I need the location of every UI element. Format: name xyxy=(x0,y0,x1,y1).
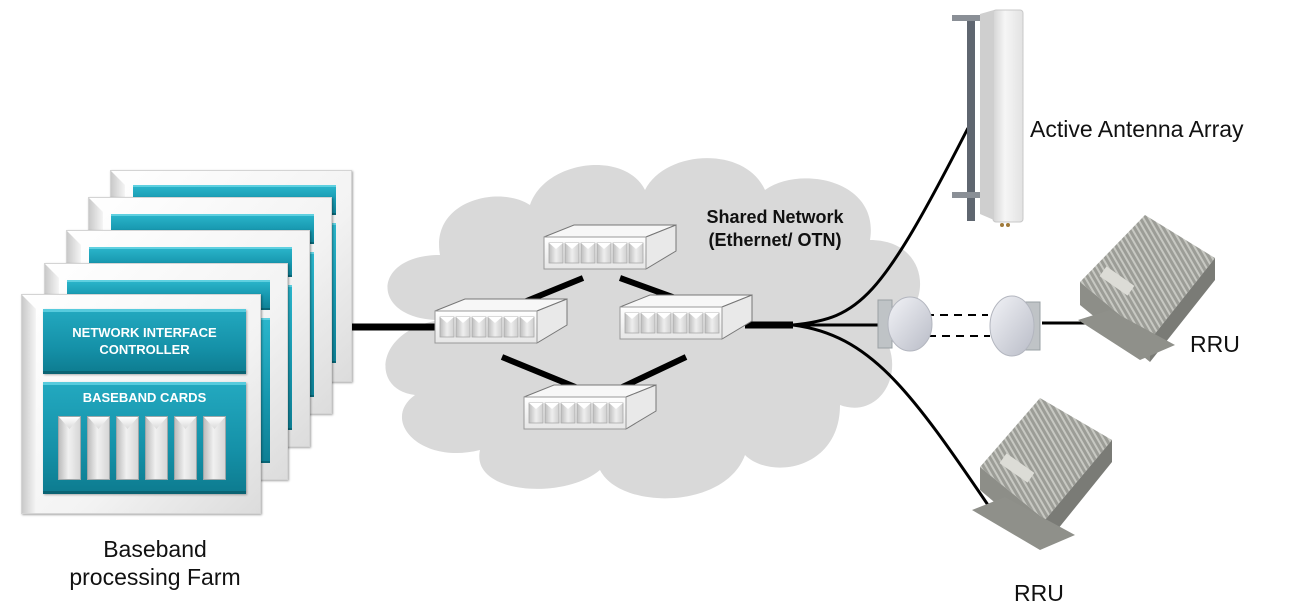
baseband-card-slot xyxy=(58,416,81,480)
baseband-cards-panel: BASEBAND CARDS xyxy=(43,382,246,494)
switch-port xyxy=(455,316,471,338)
switch-port xyxy=(503,316,519,338)
baseband-card-slot xyxy=(203,416,226,480)
baseband-farm-label-line-1: Baseband xyxy=(103,536,207,562)
baseband-card-slot xyxy=(87,416,110,480)
switch-port xyxy=(439,316,455,338)
switch-port xyxy=(528,402,544,424)
switch-port xyxy=(612,242,628,264)
fiber-to-rru-bottom xyxy=(792,323,992,509)
switch-port xyxy=(471,316,487,338)
baseband-card-slot xyxy=(116,416,139,480)
switch-port xyxy=(592,402,608,424)
baseband-farm-label-line-2: processing Farm xyxy=(69,564,241,590)
microwave-dish-left xyxy=(877,296,933,352)
switch-port xyxy=(624,312,640,334)
nic-label-line-1: NETWORK INTERFACE xyxy=(72,325,217,340)
shared-network-label: Shared Network (Ethernet/ OTN) xyxy=(680,206,870,252)
switch-port xyxy=(596,242,612,264)
baseband-card-slot xyxy=(174,416,197,480)
rru-top-label: RRU xyxy=(1190,331,1240,357)
active-antenna-array-device xyxy=(952,9,1024,227)
nic-label-line-2: CONTROLLER xyxy=(99,342,190,357)
switch-port xyxy=(628,242,644,264)
switch-port xyxy=(564,242,580,264)
switch-port xyxy=(580,242,596,264)
microwave-dish-right xyxy=(989,295,1041,357)
switch-port xyxy=(608,402,624,424)
switch-port xyxy=(688,312,704,334)
active-antenna-array-label: Active Antenna Array xyxy=(1030,116,1244,142)
baseband-cards-label: BASEBAND CARDS xyxy=(82,390,207,405)
switch-port xyxy=(548,242,564,264)
switch-port xyxy=(487,316,503,338)
microwave-wireless-link xyxy=(926,314,990,337)
baseband-card-slot xyxy=(145,416,168,480)
shared-network-label-line-1: Shared Network xyxy=(706,207,844,227)
fiber-to-antenna xyxy=(792,127,970,327)
switch-bottom xyxy=(523,384,657,430)
switch-left xyxy=(434,298,568,344)
baseband-farm-label: Baseband processing Farm xyxy=(20,535,290,591)
switch-right xyxy=(619,294,753,340)
network-interface-controller: NETWORK INTERFACE CONTROLLER xyxy=(43,309,246,374)
switch-port xyxy=(560,402,576,424)
switch-port xyxy=(640,312,656,334)
rru-bottom-device xyxy=(972,398,1112,550)
shared-network-label-line-2: (Ethernet/ OTN) xyxy=(708,230,842,250)
switch-port xyxy=(576,402,592,424)
switches xyxy=(434,224,753,430)
baseband-card-slots xyxy=(58,416,226,480)
rru-bottom-label: RRU xyxy=(1014,580,1064,606)
switch-port xyxy=(704,312,720,334)
switch-port xyxy=(544,402,560,424)
switch-top xyxy=(543,224,677,270)
switch-port xyxy=(519,316,535,338)
rru-top-device xyxy=(1078,215,1215,362)
switch-port xyxy=(656,312,672,334)
switch-port xyxy=(672,312,688,334)
